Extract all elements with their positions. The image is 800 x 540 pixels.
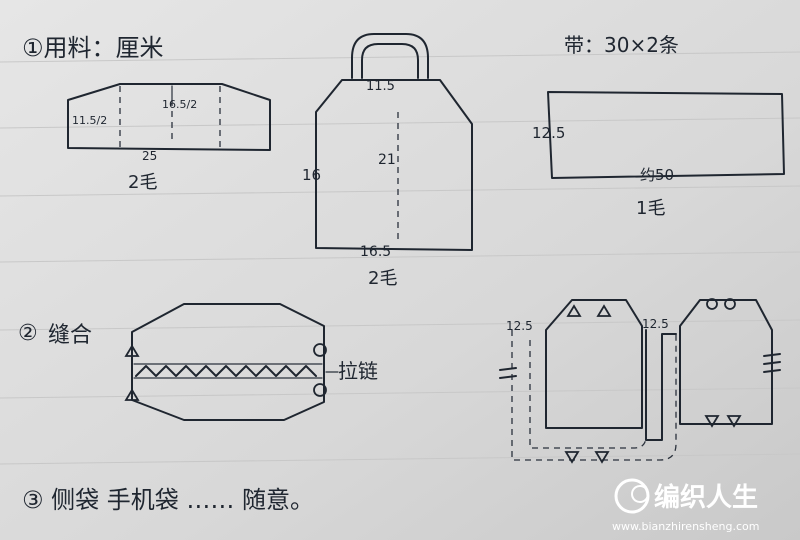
seam-mark-triangle (124, 344, 140, 357)
side-panel-center-label: 16.5/2 (162, 98, 197, 111)
side-panel-count: 2毛 (128, 172, 157, 193)
zipper-zigzag (135, 365, 317, 377)
side-panel-bottom-label: 25 (142, 149, 157, 163)
step2-label: 缝合 (48, 323, 92, 348)
strap-count: 1毛 (636, 198, 665, 219)
material-title: ①用料：厘米 (22, 34, 164, 62)
seam-mark-triangle (124, 388, 140, 401)
watermark-brand: 编织人生 (654, 482, 758, 513)
bag-bottom-label: 16.5 (360, 244, 391, 260)
watermark-url: www.bianzhirensheng.com (612, 520, 759, 533)
zipper-label: 拉链 (338, 359, 378, 383)
assembly-diagram: 12.5 12.5 (499, 298, 781, 464)
assembly-right-label: 12.5 (642, 317, 669, 331)
bag-count: 2毛 (368, 268, 397, 289)
bag-center-label: 21 (378, 152, 396, 168)
bag-top-label: 11.5 (366, 79, 395, 94)
side-panel-left-label: 11.5/2 (72, 114, 107, 127)
strap-title: 带：30×2条 (564, 33, 679, 57)
watermark: 编织人生 www.bianzhirensheng.com (612, 478, 759, 533)
side-panel-diagram: 11.5/2 16.5/2 25 2毛 (67, 83, 271, 193)
strap-diagram: 带：30×2条 12.5 约50 1毛 (532, 33, 785, 219)
assembly-left-label: 12.5 (506, 319, 533, 333)
strap-width-label: 约50 (640, 166, 674, 184)
step2-number: ② (18, 321, 38, 346)
step3-text: ③ 侧袋 手机袋 …… 随意。 (22, 486, 314, 514)
bag-left-label: 16 (302, 166, 321, 184)
strap-height-label: 12.5 (532, 124, 565, 142)
ruled-lines (0, 51, 800, 465)
bag-handle (351, 33, 429, 79)
main-bag-diagram: 11.5 16 21 16.5 2毛 (302, 33, 473, 289)
seam-mark-circle (313, 383, 327, 397)
step2-section: ② 缝合 拉链 (18, 303, 378, 421)
seam-mark-circle (313, 343, 327, 357)
